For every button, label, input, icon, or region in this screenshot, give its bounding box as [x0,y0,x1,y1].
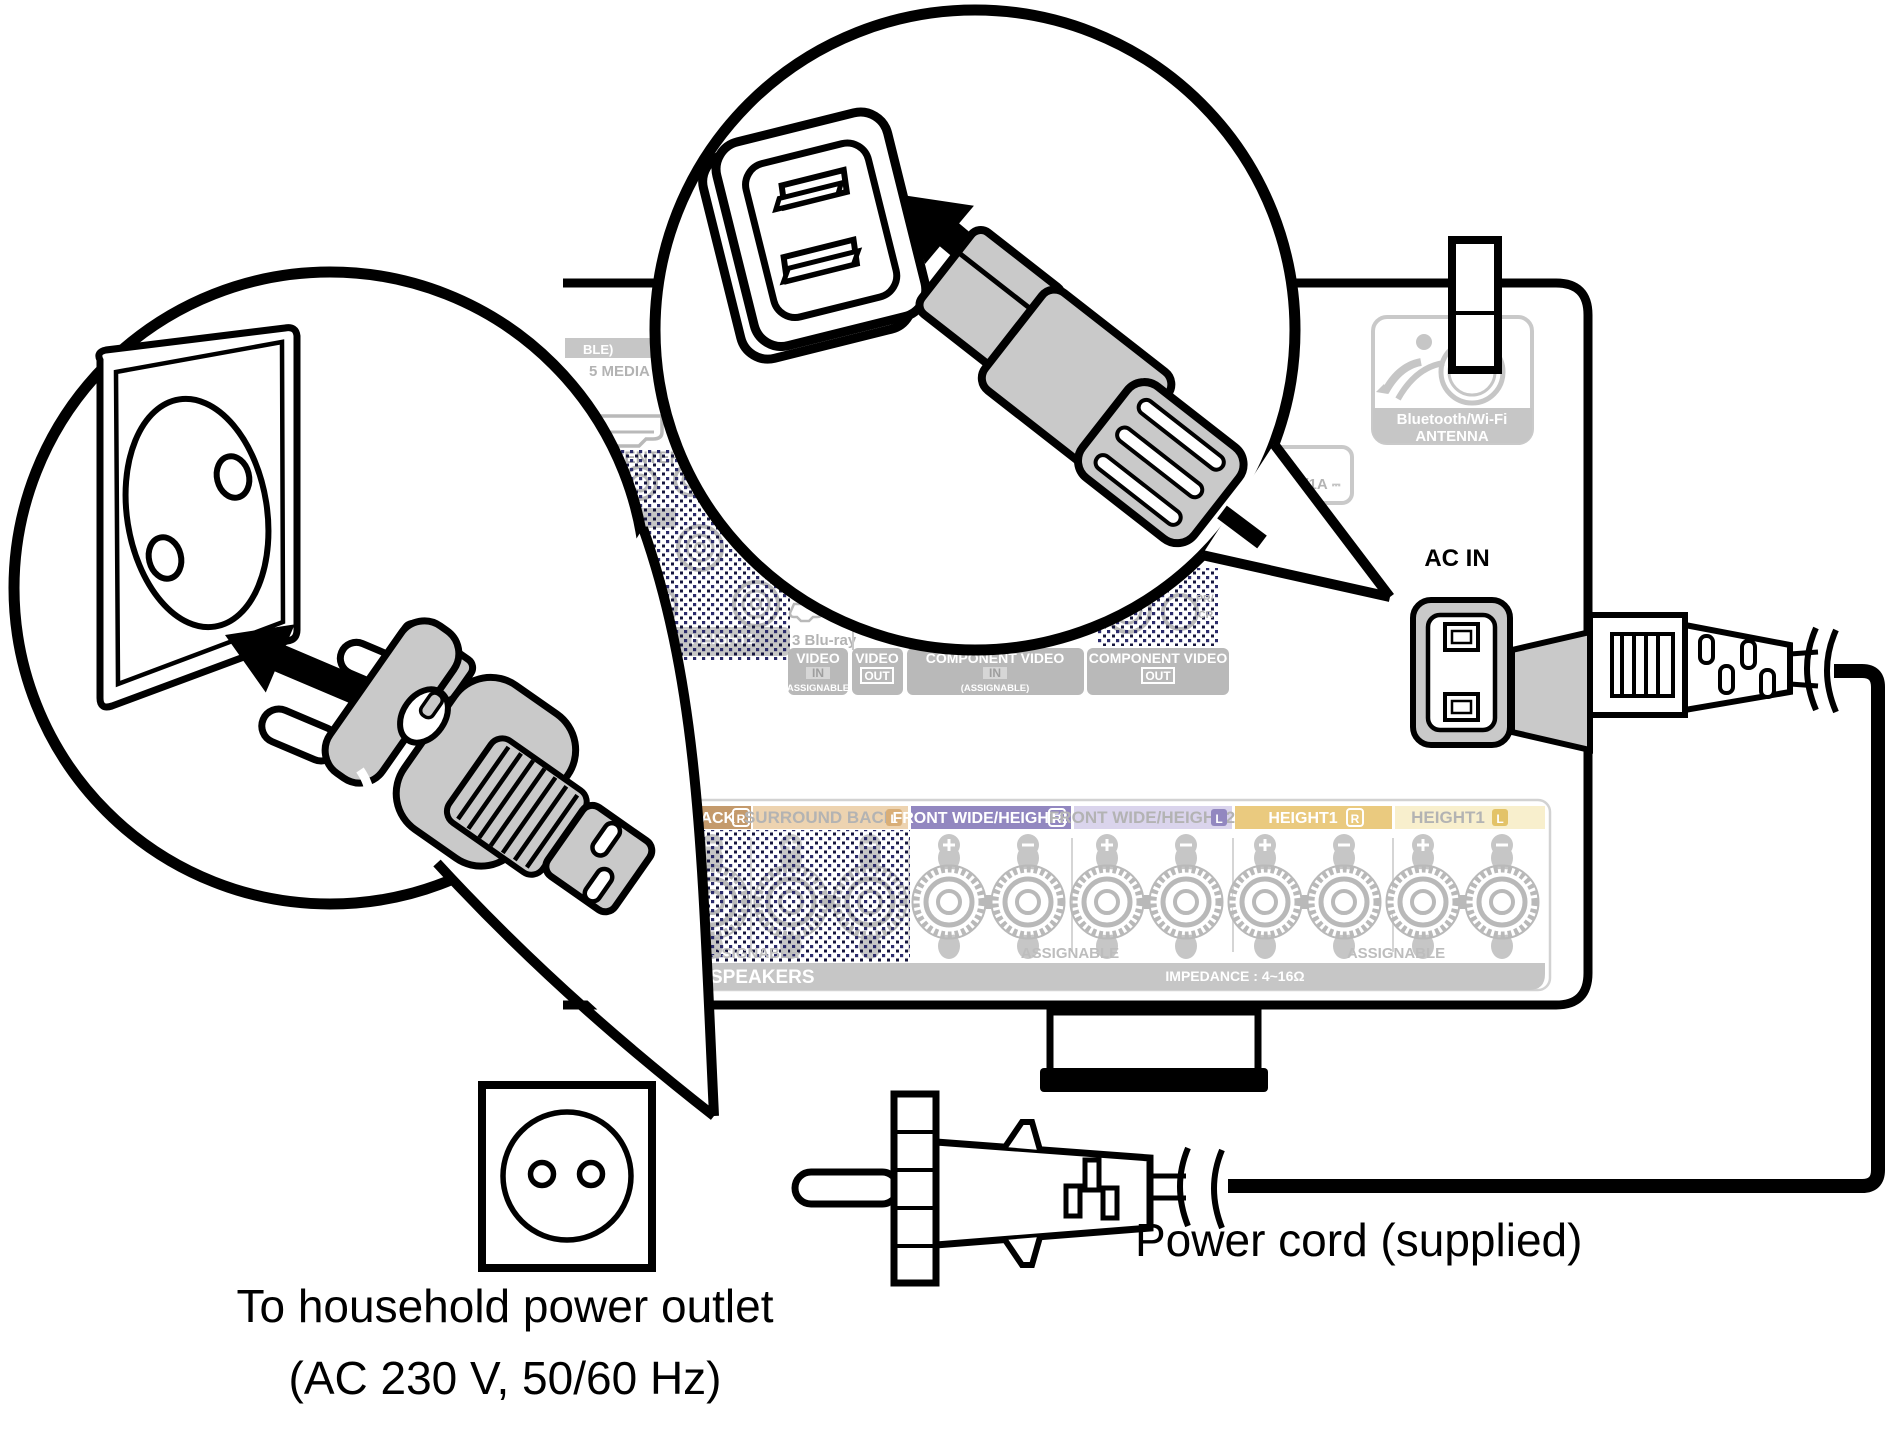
inlet-closeup [698,107,1267,549]
cord-connector-front [1509,628,1593,754]
schuko-plug [258,617,656,916]
cable-break-arc [1804,626,1819,712]
speakers-label: SPEAKERS [710,967,815,988]
svg-text:L: L [1496,812,1503,826]
ac-inlet [1410,597,1513,748]
power-plug-side-view [791,1090,1225,1287]
power-cord-ac-side [1509,612,1839,754]
svg-text:R: R [737,812,746,826]
svg-text:HEIGHT1: HEIGHT1 [1411,808,1485,827]
pr-label: PR/ [1196,593,1214,605]
assignable-cut-bar [565,338,652,358]
svg-text:R: R [1351,812,1360,826]
assignable-cut-label: BLE) [583,342,613,357]
cr-label: CR [1198,609,1214,621]
connector-closeup [915,226,1267,549]
outlet-hole [527,1159,557,1189]
outlet-caption-line2: (AC 230 V, 50/60 Hz) [289,1352,722,1404]
top-callout-tail [1200,440,1394,602]
plug-faceplate [890,1090,940,1287]
household-outlet [478,1081,656,1272]
svg-text:IN: IN [989,666,1001,680]
outlet-caption-line1: To household power outlet [236,1280,773,1332]
svg-text:L: L [1215,812,1222,826]
cable-break-arc [1177,1146,1191,1228]
svg-text:(ASSIGNABLE): (ASSIGNABLE) [961,683,1030,694]
svg-text:COMPONENT VIDEO: COMPONENT VIDEO [1089,650,1228,666]
svg-text:OUT: OUT [1145,669,1171,683]
svg-text:HEIGHT1: HEIGHT1 [1268,810,1337,827]
svg-text:L: L [890,812,897,826]
speaker-label-frontwide-height2-l [1074,806,1232,829]
svg-text:OUT: OUT [864,669,890,683]
assignable-label-1: ASSIGNABLE [701,945,799,962]
power-cable [1228,664,1885,1193]
assignable-label-3: ASSIGNABLE [1347,945,1445,962]
bluetooth-label-line1: Bluetooth/Wi-Fi [1397,411,1508,428]
inlet-blades [772,166,863,286]
outlet-hole [145,534,185,582]
speakers-bar [635,963,1545,990]
svg-text:IN: IN [812,666,824,680]
antenna-stub [1448,236,1502,374]
speaker-label-height1-r [1235,806,1392,829]
receiver-foot [1040,1008,1268,1092]
svg-text:(ASSIGNABLE): (ASSIGNABLE) [784,683,853,694]
insert-arrow-left [225,624,369,707]
video-out-block: VIDEO OUT [852,648,903,695]
cable-break-arc [1824,628,1839,714]
component-video-out-block: COMPONENT VIDEO OUT [1087,648,1229,695]
plug-pin [791,1168,902,1208]
outlet-closeup [95,324,656,916]
outlet-hole [576,1159,606,1189]
power-cord-caption: Power cord (supplied) [1135,1214,1582,1266]
cable-break-arc [1211,1148,1225,1230]
bluray-label: 3 Blu-ray [792,632,857,649]
assignable-label-2: ASSIGNABLE [1021,945,1119,962]
svg-text:FRONT WIDE/HEIGHT2: FRONT WIDE/HEIGHT2 [1049,808,1235,827]
svg-text:SURROUND BACK: SURROUND BACK [744,808,897,827]
bluetooth-label-line2: ANTENNA [1415,428,1488,445]
dc-symbol: ⎓ [1332,479,1341,491]
speaker-label-frontwide-height2-r [911,806,1071,829]
bluetooth-wifi-icon [1376,334,1445,401]
svg-text:VIDEO: VIDEO [855,650,899,666]
svg-text:VIDEO: VIDEO [796,650,840,666]
video-in-block: VIDEO IN (ASSIGNABLE) [784,648,853,695]
outlet-hole [213,453,253,501]
svg-text:FRONT WIDE/HEIGHT2: FRONT WIDE/HEIGHT2 [892,810,1067,827]
speaker-label-surround-back-l [753,806,908,829]
ac-in-label: AC IN [1424,545,1489,572]
component-video-in-block: COMPONENT VIDEO IN (ASSIGNABLE) [907,648,1084,695]
impedance-label: IMPEDANCE : 4~16Ω [1165,968,1304,984]
media-player-label: 5 MEDIA P [589,363,663,380]
svg-text:R: R [1053,812,1062,826]
